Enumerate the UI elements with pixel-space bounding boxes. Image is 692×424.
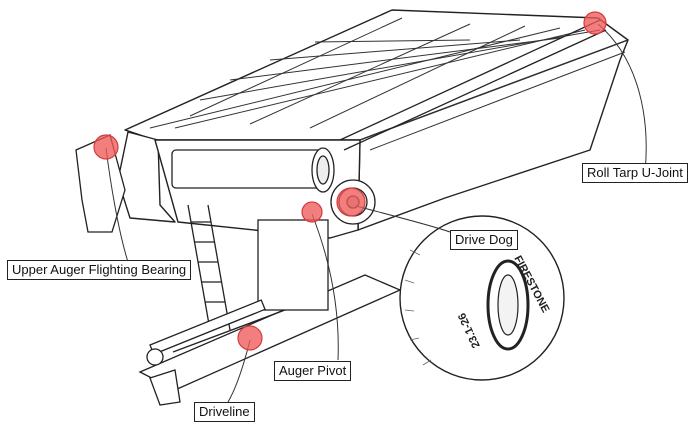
marker-driveline (237, 325, 263, 351)
label-auger-pivot: Auger Pivot (274, 361, 352, 381)
auger-spout (75, 134, 126, 233)
part-markers (93, 11, 607, 351)
cart-frame (138, 219, 402, 406)
marker-roll-tarp (583, 11, 607, 35)
label-roll-tarp-u-joint: Roll Tarp U-Joint (582, 163, 688, 183)
driveline-shaft (146, 299, 266, 366)
marker-auger-pivot (301, 201, 323, 223)
roll-tarp-tube (339, 19, 607, 151)
marker-drive-dog (336, 187, 366, 217)
marker-upper-auger (93, 134, 119, 160)
tarp-frame (149, 17, 629, 151)
label-upper-auger-flighting-bearing: Upper Auger Flighting Bearing (7, 260, 192, 280)
label-drive-dog: Drive Dog (450, 230, 518, 250)
label-driveline: Driveline (194, 402, 255, 422)
auger-tube (171, 147, 335, 193)
tire (399, 215, 565, 381)
